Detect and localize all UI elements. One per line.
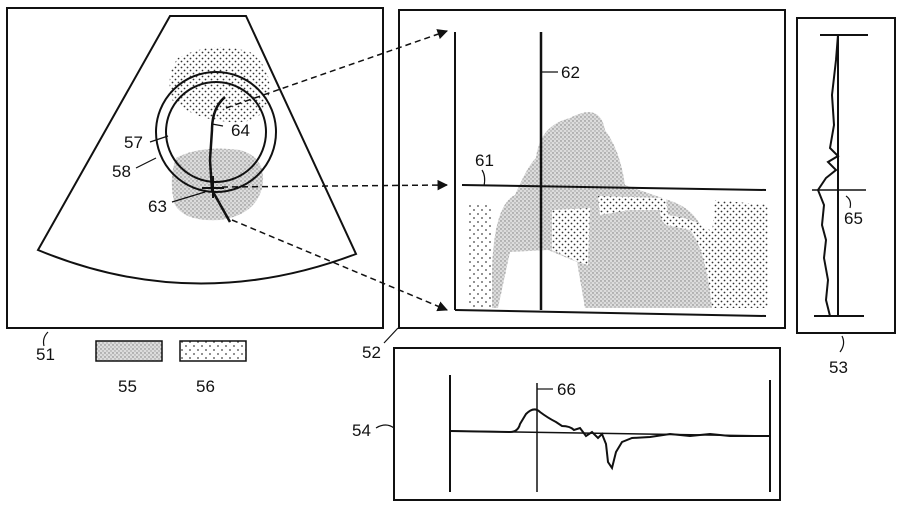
leader-61 — [482, 170, 485, 186]
label-61: 61 — [475, 151, 494, 170]
legend — [96, 341, 246, 361]
mmode-bottom-axis — [455, 310, 766, 316]
side-panel-frame — [797, 18, 895, 333]
label-53: 53 — [829, 358, 848, 377]
leader-58 — [136, 158, 156, 168]
legend-swatch-sparse — [180, 341, 246, 361]
label-66: 66 — [557, 380, 576, 399]
label-58: 58 — [112, 162, 131, 181]
label-56: 56 — [196, 377, 215, 396]
side-waveform — [818, 35, 838, 316]
leader-57 — [150, 136, 168, 142]
label-64: 64 — [231, 121, 250, 140]
sparse-dots-left — [468, 205, 492, 308]
label-65: 65 — [844, 209, 863, 228]
label-51: 51 — [36, 345, 55, 364]
leader-51 — [44, 332, 49, 346]
bottom-waveform-panel — [394, 348, 780, 500]
label-55: 55 — [118, 377, 137, 396]
bottom-panel-frame — [394, 348, 780, 500]
label-57: 57 — [124, 133, 143, 152]
mmode-panel — [399, 10, 785, 328]
leader-52 — [384, 328, 398, 343]
sector-panel — [7, 8, 383, 328]
leader-54 — [376, 425, 394, 428]
bottom-waveform — [450, 409, 770, 468]
leader-65 — [846, 196, 851, 208]
legend-swatch-dense — [96, 341, 162, 361]
label-62: 62 — [561, 63, 580, 82]
leader-64 — [212, 124, 223, 126]
arrow-to-bottom — [232, 220, 447, 310]
label-52: 52 — [362, 343, 381, 362]
leader-53 — [840, 336, 844, 352]
label-63: 63 — [148, 197, 167, 216]
dense-dots-center — [552, 208, 590, 265]
label-54: 54 — [352, 421, 371, 440]
side-waveform-panel — [797, 18, 895, 333]
